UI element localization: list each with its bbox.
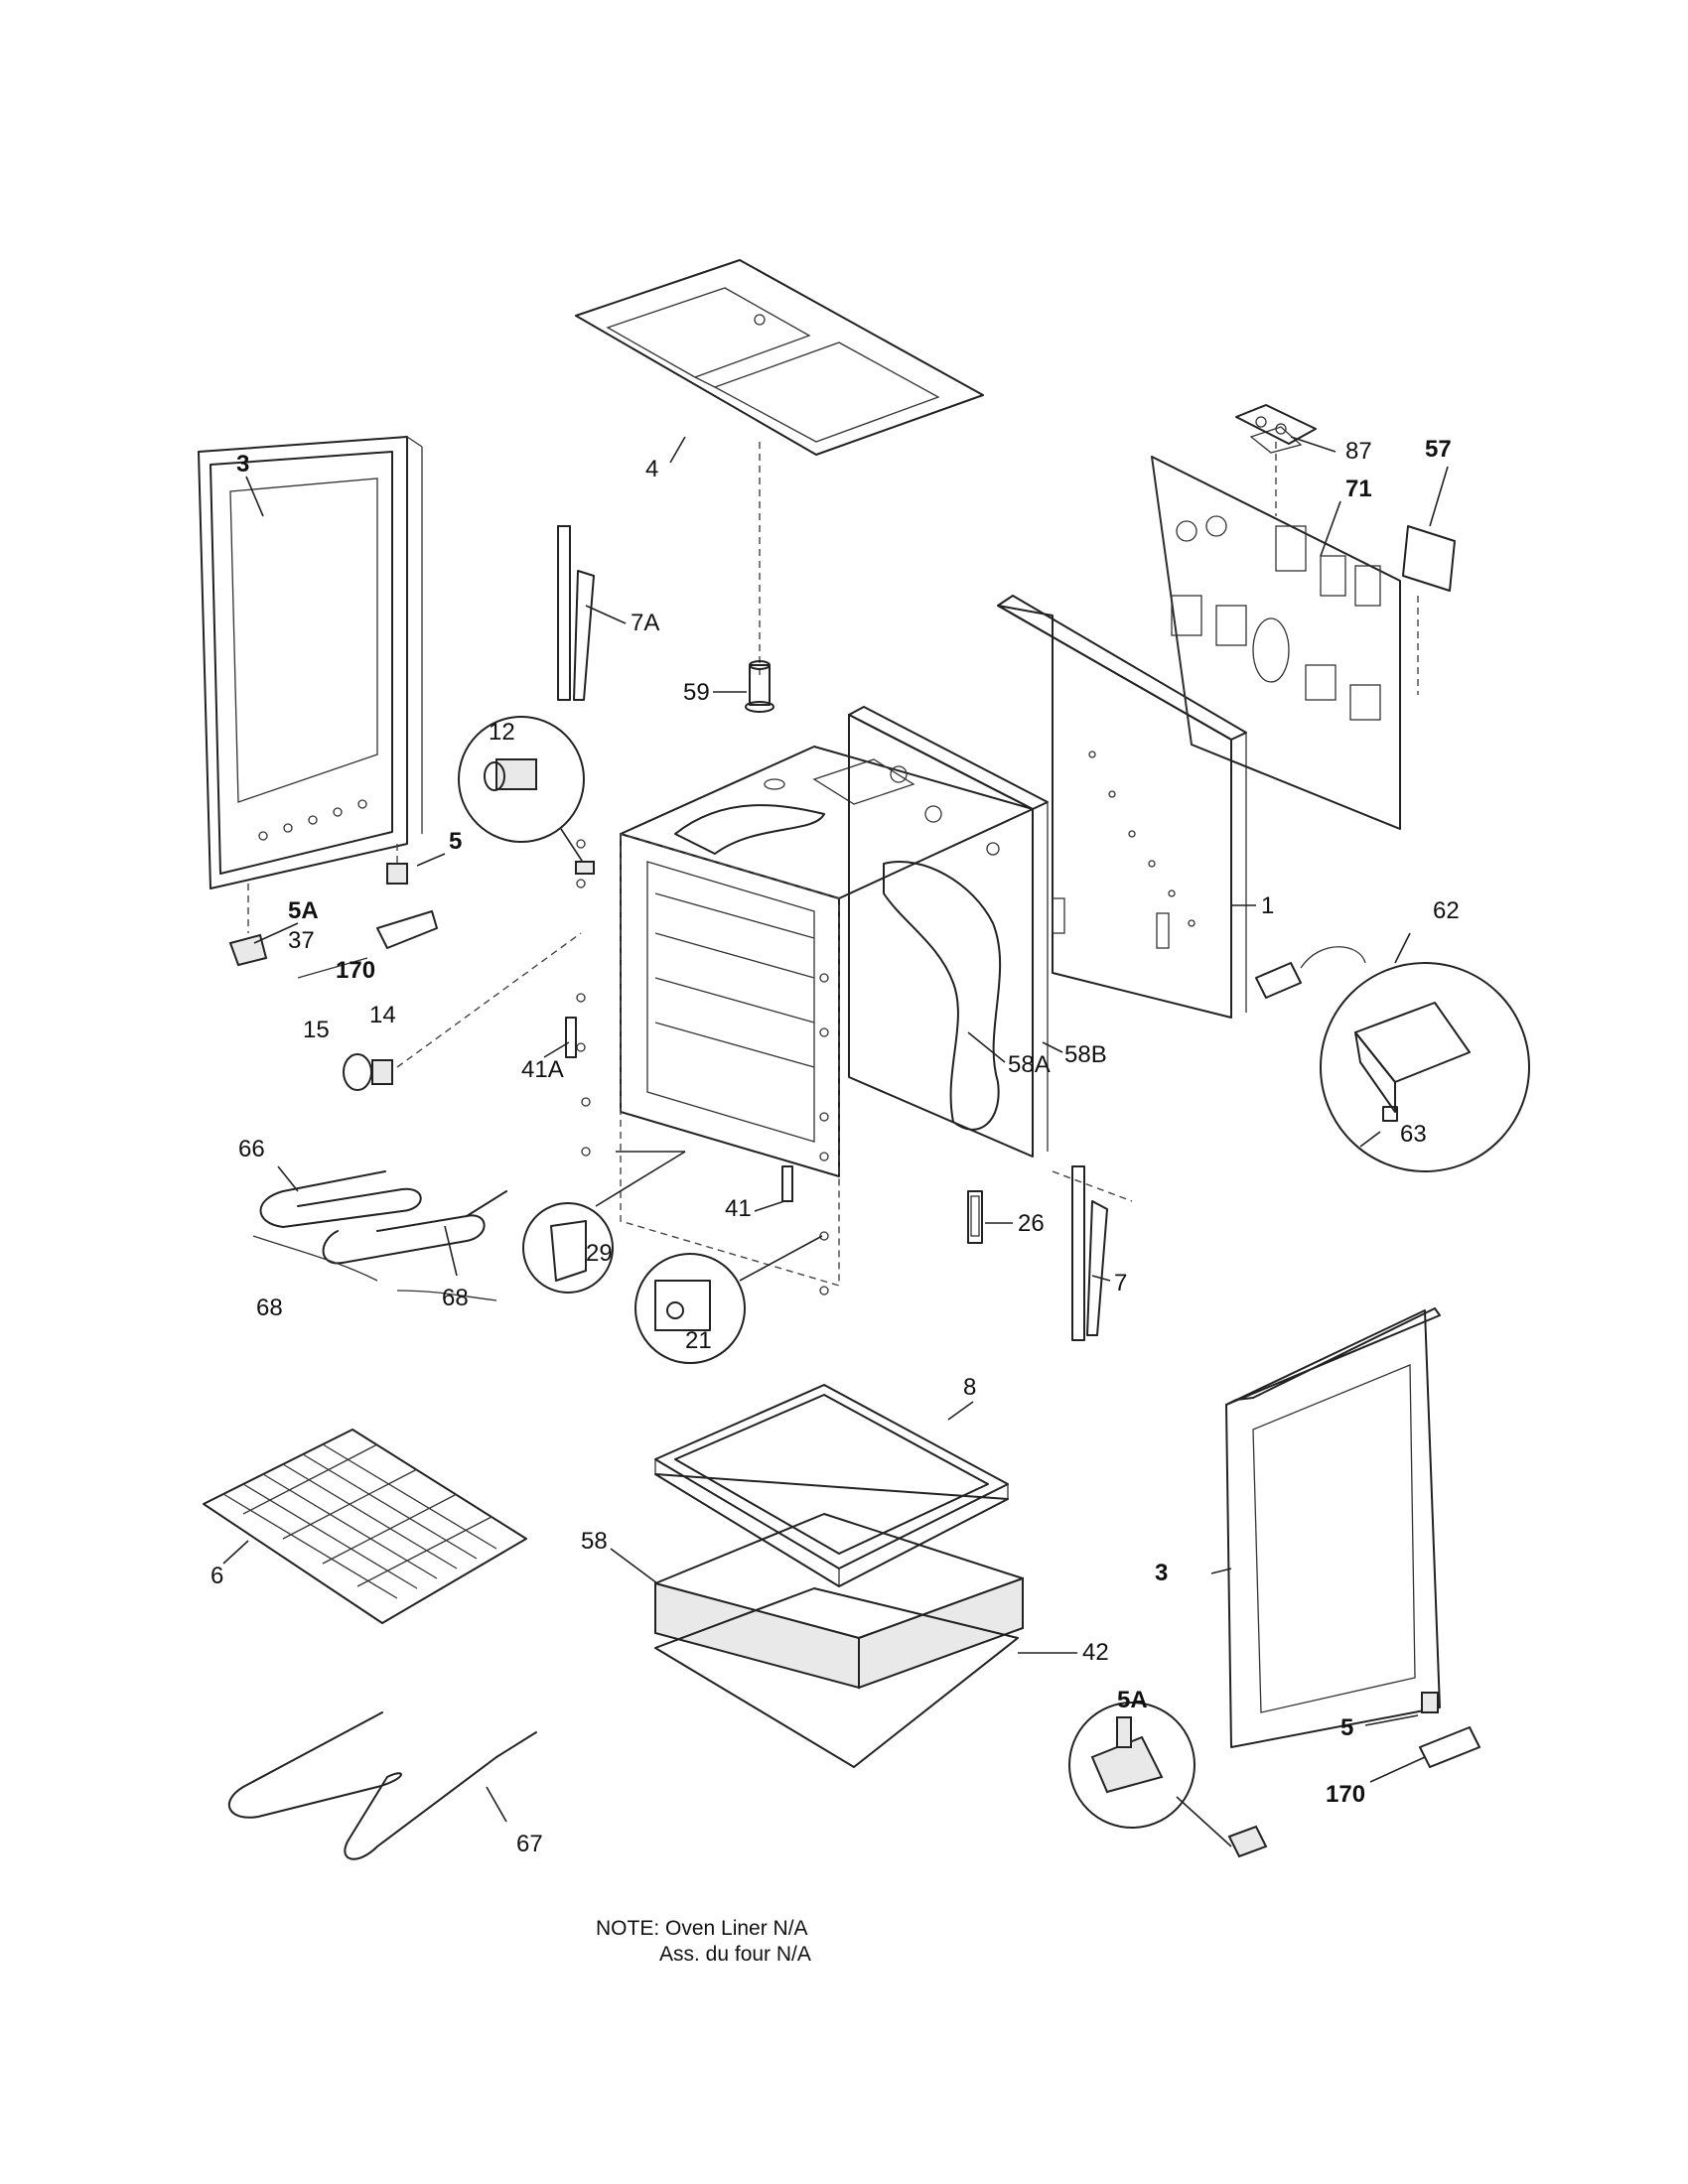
callout-37: 37 xyxy=(288,927,315,954)
hinge-bracket-41 xyxy=(781,1165,793,1202)
callout-57: 57 xyxy=(1425,436,1452,463)
drawer-bottom xyxy=(654,1587,1077,1768)
callout-7a: 7A xyxy=(631,610,659,636)
callout-5a-right: 5A xyxy=(1117,1687,1148,1713)
callout-67: 67 xyxy=(516,1831,543,1857)
callout-58a: 58A xyxy=(1008,1051,1051,1078)
leader-lines xyxy=(245,436,1449,1282)
rear-cover xyxy=(1151,426,1401,830)
left-hinge-parts xyxy=(228,863,438,979)
callout-5-right: 5 xyxy=(1340,1714,1353,1741)
callout-6: 6 xyxy=(211,1563,223,1589)
rack-slide-7 xyxy=(1052,1165,1133,1341)
callout-170-right: 170 xyxy=(1326,1781,1365,1808)
note-line-2: Ass. du four N/A xyxy=(659,1943,811,1966)
broil-element xyxy=(252,1165,507,1301)
callout-41a: 41A xyxy=(521,1056,564,1083)
callout-71: 71 xyxy=(1345,476,1372,502)
oven-body xyxy=(576,746,1034,1296)
note-line-1: NOTE: Oven Liner N/A xyxy=(596,1917,808,1940)
part-87 xyxy=(1235,404,1317,516)
drawer-liner xyxy=(610,1513,1024,1690)
callout-58: 58 xyxy=(581,1528,608,1555)
vent-part-59 xyxy=(745,660,774,713)
callout-14: 14 xyxy=(369,1002,396,1028)
top-panel xyxy=(575,259,984,675)
callout-3-right: 3 xyxy=(1155,1560,1168,1586)
bake-element xyxy=(227,1711,537,1860)
callout-66: 66 xyxy=(238,1136,265,1162)
detail-21 xyxy=(634,1235,823,1364)
part-26 xyxy=(967,1190,983,1244)
callout-87: 87 xyxy=(1345,438,1372,465)
right-hinge-parts xyxy=(1068,1702,1480,1858)
callout-7: 7 xyxy=(1114,1270,1127,1297)
callout-15: 15 xyxy=(303,1017,330,1043)
callout-62: 62 xyxy=(1433,897,1460,924)
callout-5a-left: 5A xyxy=(288,897,319,924)
callout-59: 59 xyxy=(683,679,710,706)
callout-3-left: 3 xyxy=(236,451,249,478)
callout-labels: 1 3 3 4 5 5 5A 5A 6 7 7A 8 12 14 15 21 2… xyxy=(211,436,1460,1857)
callout-8: 8 xyxy=(963,1374,976,1401)
note-text: NOTE: Oven Liner N/A Ass. du four N/A xyxy=(596,1916,894,1968)
callout-1: 1 xyxy=(1261,892,1274,919)
light-bulb xyxy=(343,932,582,1091)
callout-26: 26 xyxy=(1018,1210,1045,1237)
oven-rack xyxy=(203,1429,527,1624)
callout-58b: 58B xyxy=(1064,1041,1107,1068)
light-socket-detail xyxy=(458,716,595,875)
callout-29: 29 xyxy=(586,1240,613,1267)
callout-5-left: 5 xyxy=(449,828,462,855)
back-panel xyxy=(997,595,1247,1019)
hinge-bracket-41a xyxy=(565,1017,577,1058)
part-57 xyxy=(1402,525,1456,695)
callout-4: 4 xyxy=(645,456,658,482)
callout-42: 42 xyxy=(1082,1639,1109,1666)
rack-slide-7a xyxy=(557,525,595,701)
terminal-block xyxy=(1255,946,1530,1172)
right-door xyxy=(1210,1307,1441,1748)
callout-68-right: 68 xyxy=(442,1285,469,1311)
callout-63: 63 xyxy=(1400,1121,1427,1148)
callout-41: 41 xyxy=(725,1195,752,1222)
callout-21: 21 xyxy=(685,1327,712,1354)
side-insulation-panel xyxy=(848,706,1049,1158)
left-door xyxy=(198,436,423,933)
callout-170-left: 170 xyxy=(336,957,375,984)
detail-29 xyxy=(522,1151,686,1294)
callout-12: 12 xyxy=(489,719,515,746)
callout-68-left: 68 xyxy=(256,1295,283,1321)
